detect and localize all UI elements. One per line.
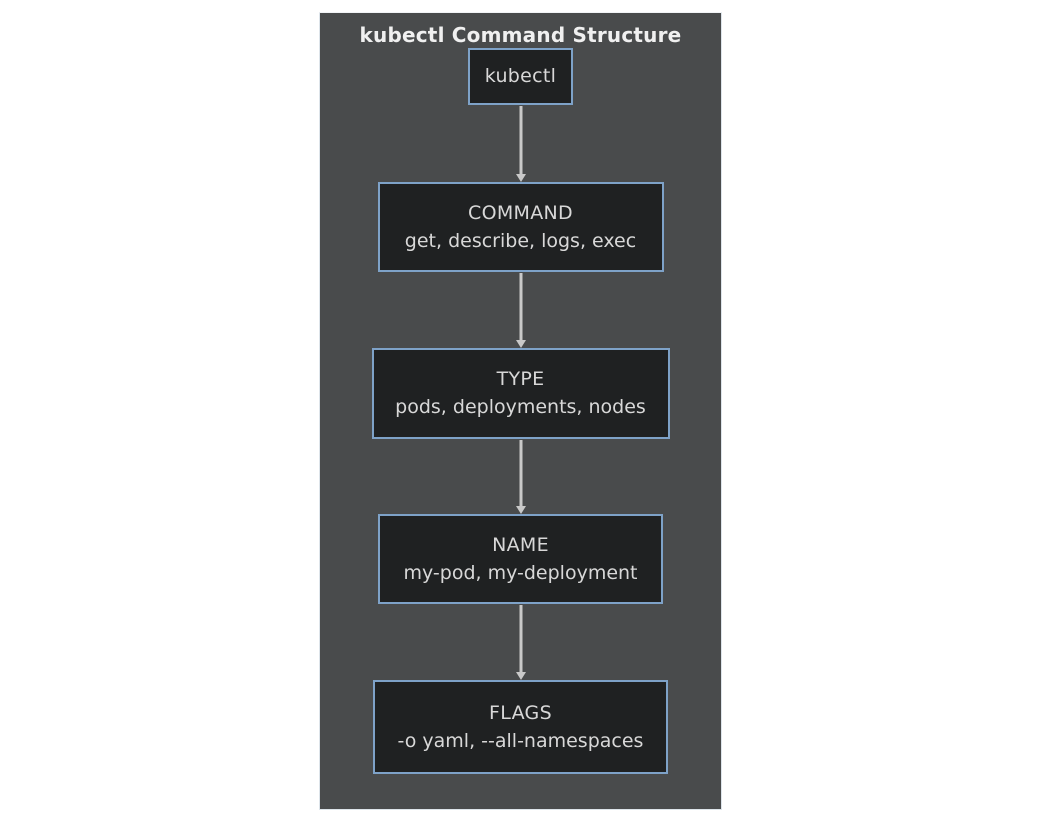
node-flags-heading: FLAGS <box>489 701 552 724</box>
arrow-head-icon <box>515 340 526 348</box>
node-name-examples: my-pod, my-deployment <box>403 561 638 584</box>
node-type-heading: TYPE <box>496 368 545 390</box>
arrow-shaft <box>519 605 522 673</box>
arrow-name-to-flags <box>515 604 527 680</box>
arrow-head-icon <box>515 506 526 514</box>
node-type: TYPE pods, deployments, nodes <box>371 348 670 439</box>
node-command-heading: COMMAND <box>468 201 573 224</box>
arrow-shaft <box>519 273 522 341</box>
node-kubectl-label: kubectl <box>484 65 557 87</box>
arrow-head-icon <box>515 174 526 182</box>
arrow-head-icon <box>515 672 526 680</box>
node-kubectl: kubectl <box>468 48 573 105</box>
node-flags-examples: -o yaml, --all-namespaces <box>397 729 644 752</box>
node-name-heading: NAME <box>492 533 549 556</box>
node-flags: FLAGS -o yaml, --all-namespaces <box>373 680 668 774</box>
arrow-root-to-command <box>515 105 527 182</box>
diagram-title: kubectl Command Structure <box>359 23 682 47</box>
node-command-examples: get, describe, logs, exec <box>404 229 637 252</box>
arrow-type-to-name <box>515 439 527 514</box>
node-name: NAME my-pod, my-deployment <box>378 514 663 604</box>
node-command: COMMAND get, describe, logs, exec <box>377 182 664 272</box>
arrow-shaft <box>519 440 522 507</box>
arrow-shaft <box>519 106 522 175</box>
diagram-panel: kubectl Command Structure kubectl COMMAN… <box>319 12 722 810</box>
node-type-examples: pods, deployments, nodes <box>395 396 646 418</box>
arrow-command-to-type <box>515 272 527 348</box>
